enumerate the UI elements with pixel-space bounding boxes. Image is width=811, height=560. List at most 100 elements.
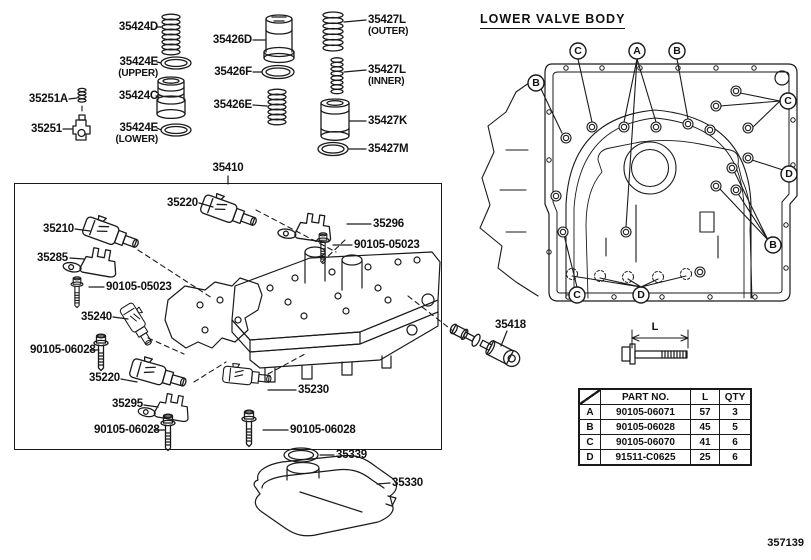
part-label-05023-right: 90105-05023 <box>354 239 420 251</box>
row-part-no: 90105-06070 <box>600 434 691 450</box>
row-key: C <box>578 434 601 450</box>
row-key: B <box>578 419 601 435</box>
bolt-dimension-drawing <box>621 329 689 365</box>
spring-35427l-inner-drawing <box>330 57 344 95</box>
oring-35424e-upper-drawing <box>160 56 192 70</box>
part-label-35418: 35418 <box>495 319 526 331</box>
assembly-label-35410: 35410 <box>212 162 244 174</box>
part-label-05023-left: 90105-05023 <box>106 281 172 293</box>
sleeve-35427k-drawing <box>320 98 350 141</box>
row-qty: 5 <box>719 419 752 435</box>
part-label-35427l-inner: 35427L <box>368 64 406 76</box>
part-label-35339: 35339 <box>336 449 367 461</box>
valve-body-35410-drawing <box>164 246 441 383</box>
dashed-leader-lines <box>81 105 454 383</box>
row-key: A <box>578 404 601 420</box>
valve-35418-drawing <box>449 323 521 368</box>
part-label-06028-bottom-left: 90105-06028 <box>94 424 160 436</box>
part-label-35251a: 35251A <box>28 93 68 105</box>
part-label-35251: 35251 <box>31 123 62 135</box>
spring-35426e-drawing <box>267 88 287 126</box>
part-label-35424e-upper: 35424E <box>119 56 159 68</box>
figure-number: 357139 <box>767 537 804 549</box>
part-label-35424e-lower: 35424E <box>119 122 159 134</box>
col-header-qty: QTY <box>719 388 752 405</box>
part-label-35295: 35295 <box>112 398 143 410</box>
sleeve-35424c-drawing <box>156 76 186 120</box>
part-label-35427l-outer: 35427L <box>368 14 406 26</box>
bolt-size-table: PART NO. L QTY A 90105-06071 57 3 B 9010… <box>578 388 752 466</box>
callout-d-bottom: D <box>637 289 645 301</box>
part-label-35426e: 35426E <box>213 99 253 111</box>
part-label-35230: 35230 <box>298 384 329 396</box>
section-title-lower-valve-body: LOWER VALVE BODY <box>480 12 626 29</box>
part-label-35426f: 35426F <box>214 66 252 78</box>
valve-35251-drawing <box>72 114 91 141</box>
pan-bolt-drawings <box>550 85 754 278</box>
filter-35330-drawing <box>253 454 398 537</box>
transmission-case-fragment-drawing <box>479 77 539 297</box>
part-label-35426d: 35426D <box>212 34 252 46</box>
table-row: B 90105-06028 45 5 <box>578 419 752 435</box>
spring-35427l-outer-drawing <box>322 11 344 52</box>
row-length: 41 <box>690 434 720 450</box>
part-label-35330: 35330 <box>392 477 423 489</box>
label-leader-lines <box>62 19 508 485</box>
valve-body-dome-drawing <box>565 109 753 299</box>
callout-leader-lines <box>540 58 784 288</box>
callout-c-right: C <box>784 95 792 107</box>
dimension-label-l: L <box>651 321 659 333</box>
col-header-part-no: PART NO. <box>600 388 691 405</box>
callout-c-top: C <box>574 45 582 57</box>
part-label-35296: 35296 <box>373 218 404 230</box>
table-header-row: PART NO. L QTY <box>578 388 752 405</box>
row-part-no: 90105-06071 <box>600 404 691 420</box>
spring-35251a-drawing <box>77 87 87 103</box>
part-label-35210: 35210 <box>43 223 74 235</box>
part-label-35424d: 35424D <box>118 21 158 33</box>
callout-a-top: A <box>633 45 641 57</box>
row-qty: 3 <box>719 404 752 420</box>
part-sublabel-lower: (LOWER) <box>115 134 159 145</box>
table-corner-cell <box>578 388 601 405</box>
part-label-35427k: 35427K <box>368 115 408 127</box>
row-length: 45 <box>690 419 720 435</box>
callout-c-bottom: C <box>573 289 581 301</box>
callout-d-right: D <box>785 168 793 180</box>
part-sublabel-outer: (OUTER) <box>368 26 409 37</box>
solenoid-35426d-drawing <box>263 14 295 64</box>
part-label-35424c: 35424C <box>118 90 158 102</box>
part-label-35427m: 35427M <box>368 143 409 155</box>
row-qty: 6 <box>719 434 752 450</box>
part-label-06028-bottom-right: 90105-06028 <box>290 424 356 436</box>
table-row: D 91511-C0625 25 6 <box>578 449 752 466</box>
row-key: D <box>578 449 601 466</box>
spring-35424d-drawing <box>161 13 181 56</box>
row-part-no: 90105-06028 <box>600 419 691 435</box>
part-label-35240: 35240 <box>81 311 112 323</box>
part-sublabel-inner: (INNER) <box>368 76 405 87</box>
row-length: 57 <box>690 404 720 420</box>
row-length: 25 <box>690 449 720 466</box>
callout-b-top: B <box>673 45 681 57</box>
oil-pan-flange-drawing <box>544 63 798 302</box>
table-row: A 90105-06071 57 3 <box>578 404 752 420</box>
oring-35427m-drawing <box>317 141 349 157</box>
callout-b-left: B <box>532 77 540 89</box>
oring-35426f-drawing <box>261 64 295 80</box>
part-label-35220-top: 35220 <box>167 197 198 209</box>
assembly-group-box <box>14 183 442 450</box>
row-qty: 6 <box>719 449 752 466</box>
pan-bolt-hidden-drawings <box>566 268 692 283</box>
row-part-no: 91511-C0625 <box>600 449 691 466</box>
table-row: C 90105-06070 41 6 <box>578 434 752 450</box>
col-header-length: L <box>690 388 720 405</box>
part-label-35220-bottom: 35220 <box>89 372 120 384</box>
oring-35424e-lower-drawing <box>160 123 192 137</box>
part-label-35285: 35285 <box>37 252 68 264</box>
callout-circles <box>527 42 798 304</box>
part-label-06028-left: 90105-06028 <box>30 344 96 356</box>
callout-b-mid: B <box>769 239 777 251</box>
